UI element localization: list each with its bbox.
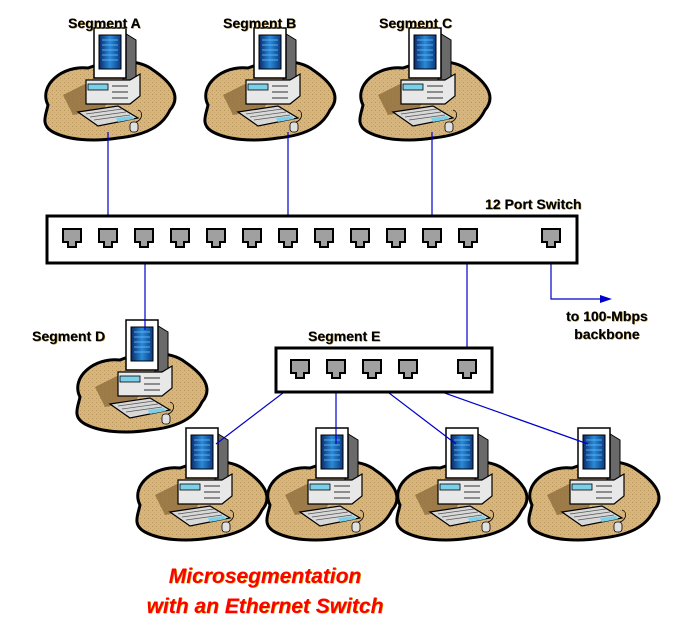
diagram-title: Microsegmentation with an Ethernet Switc… — [65, 562, 465, 622]
title-line-1: Microsegmentation — [168, 565, 362, 588]
label-segment-e: Segment E — [308, 328, 381, 344]
pc-segment-c — [358, 26, 492, 142]
label-segment-b: Segment B — [223, 15, 297, 31]
label-segment-c: Segment C — [379, 15, 453, 31]
label-segment-d: Segment D — [32, 328, 106, 344]
link-backbone — [550, 248, 600, 300]
pc-segment-b — [203, 26, 337, 142]
pc-segment-e-4 — [527, 426, 661, 542]
backbone-line-1: to 100-Mbps — [566, 308, 648, 324]
label-backbone: to 100-Mbps backbone — [566, 307, 648, 343]
main-switch — [45, 214, 579, 265]
pc-segment-e-2 — [265, 426, 399, 542]
backbone-line-2: backbone — [574, 326, 640, 342]
segment-e-switch — [274, 346, 494, 394]
pc-segment-e-3 — [395, 426, 529, 542]
backbone-arrow-icon — [600, 295, 612, 303]
label-main-switch: 12 Port Switch — [485, 196, 582, 212]
pc-segment-a — [43, 26, 177, 142]
pc-segment-e-1 — [135, 426, 269, 542]
label-segment-a: Segment A — [68, 15, 141, 31]
title-line-2: with an Ethernet Switch — [146, 595, 384, 618]
